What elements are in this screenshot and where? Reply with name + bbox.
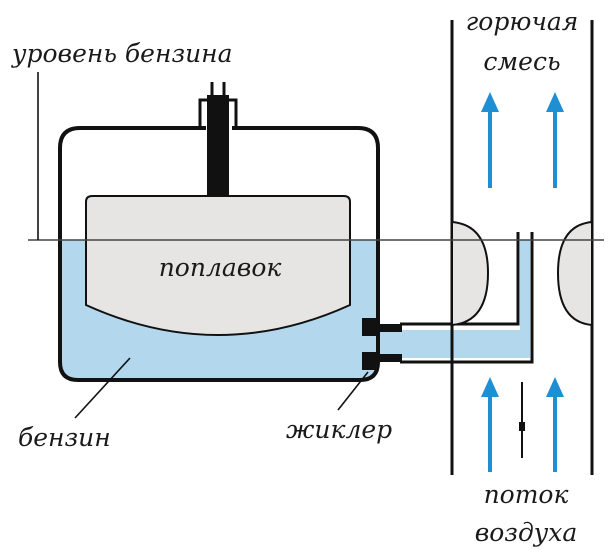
airflow-arrows (481, 377, 564, 472)
fuel-leader (74, 357, 131, 419)
jet-body (376, 324, 402, 332)
airflow-label-line2: воздуха (475, 518, 578, 547)
fuel-tube-outline-bottom (400, 232, 534, 364)
venturi-left (451, 220, 490, 327)
jet-label: жиклер (286, 415, 392, 444)
mixture-arrowhead-right (546, 92, 564, 112)
fuel-level-label: уровень бензина (11, 39, 233, 68)
airflow-arrowhead-right (546, 377, 564, 397)
jet-upper (362, 318, 378, 336)
airflow-arrowhead-left (481, 377, 499, 397)
mixture-label-line2: смесь (483, 47, 560, 76)
throttle-axis (519, 422, 525, 431)
mixture-arrows (481, 92, 564, 188)
jet-body-lower (376, 354, 402, 362)
float-chamber (58, 126, 380, 382)
mixture-arrowhead-left (481, 92, 499, 112)
float-needle (207, 95, 229, 195)
mixture-label-line1: горючая (466, 7, 579, 36)
fuel-label: бензин (18, 423, 111, 452)
airflow-label-line1: поток (484, 480, 569, 509)
fuel-in-riser (520, 240, 530, 332)
float-needle-tip (210, 82, 226, 95)
float (85, 195, 351, 336)
float-label: поплавок (159, 253, 282, 282)
fuel-in-tube (378, 330, 530, 358)
jet-lower (362, 352, 378, 370)
fuel-tube-outline-top (400, 232, 520, 326)
jet-leader (337, 371, 369, 411)
venturi-right (556, 220, 593, 327)
needle-seat (198, 98, 238, 128)
